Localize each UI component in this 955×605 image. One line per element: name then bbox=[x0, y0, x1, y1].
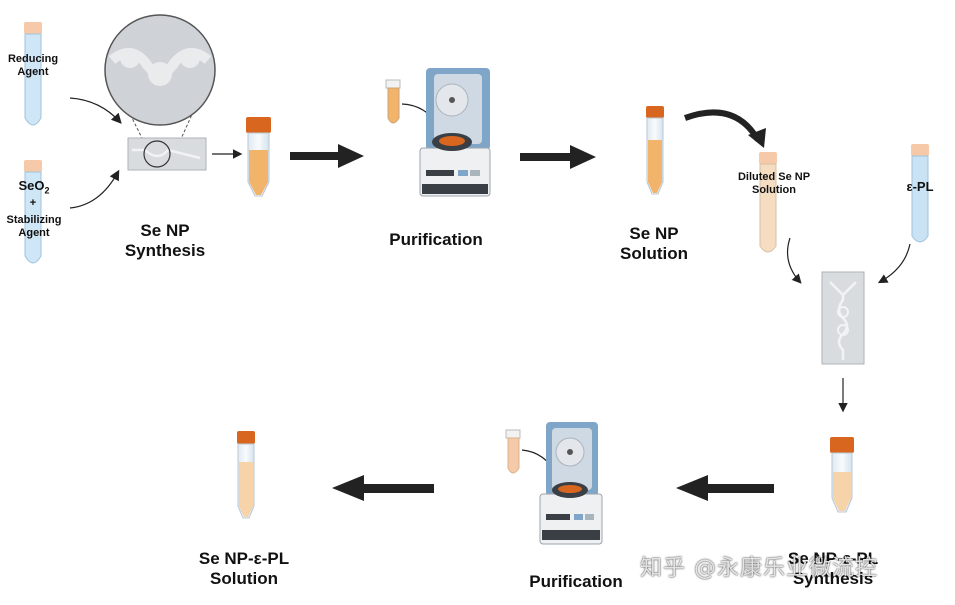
centrifuge-icon bbox=[385, 68, 491, 197]
arrow-head-icon bbox=[748, 128, 766, 148]
thick-arrow-icon bbox=[290, 144, 364, 168]
purification-label-2: Purification bbox=[529, 572, 623, 591]
seo2-tube-icon bbox=[24, 160, 42, 264]
epl-tube-icon bbox=[911, 144, 929, 243]
purification-label: Purification bbox=[389, 230, 483, 249]
microfluidic-chip-zoom-icon bbox=[104, 14, 216, 171]
centrifuge-icon bbox=[505, 422, 603, 545]
curved-arrow-icon bbox=[683, 109, 761, 142]
se-np-solution-label: Se NP Solution bbox=[620, 224, 688, 263]
thick-arrow-icon bbox=[332, 475, 434, 501]
epl-label: ε-PL bbox=[906, 179, 934, 194]
diluted-tube-icon bbox=[759, 152, 777, 253]
curved-arrow-icon bbox=[69, 97, 122, 124]
falcon-tube-icon bbox=[246, 117, 271, 197]
reducing-agent-tube-icon bbox=[24, 22, 42, 126]
falcon-tube-icon bbox=[830, 437, 854, 513]
falcon-tube-icon bbox=[237, 431, 255, 519]
se-np-synthesis-label: Se NP Synthesis bbox=[124, 221, 206, 260]
seo2-label: SeO2 bbox=[18, 178, 50, 196]
diluted-se-np-solution-label: Diluted Se NP Solution bbox=[737, 171, 811, 196]
microfluidic-chip-icon bbox=[821, 271, 865, 365]
stabilizing-agent-label: Stabilizing Agent bbox=[6, 214, 62, 239]
curved-arrow-icon bbox=[787, 237, 802, 284]
reducing-agent-label: Reducing Agent bbox=[7, 53, 59, 78]
se-np-epl-synthesis-label: Se NP-ε-PL Synthesis bbox=[787, 549, 879, 588]
watermark: 知乎 @永康乐业微流控 bbox=[640, 556, 878, 581]
se-np-epl-solution-label: Se NP-ε-PL Solution bbox=[198, 549, 290, 588]
falcon-tube-icon bbox=[646, 106, 664, 195]
thick-arrow-icon bbox=[676, 475, 774, 501]
thick-arrow-icon bbox=[520, 145, 596, 169]
curved-arrow-icon bbox=[69, 169, 120, 209]
plus-label: + bbox=[29, 197, 37, 209]
curved-arrow-icon bbox=[877, 243, 911, 284]
